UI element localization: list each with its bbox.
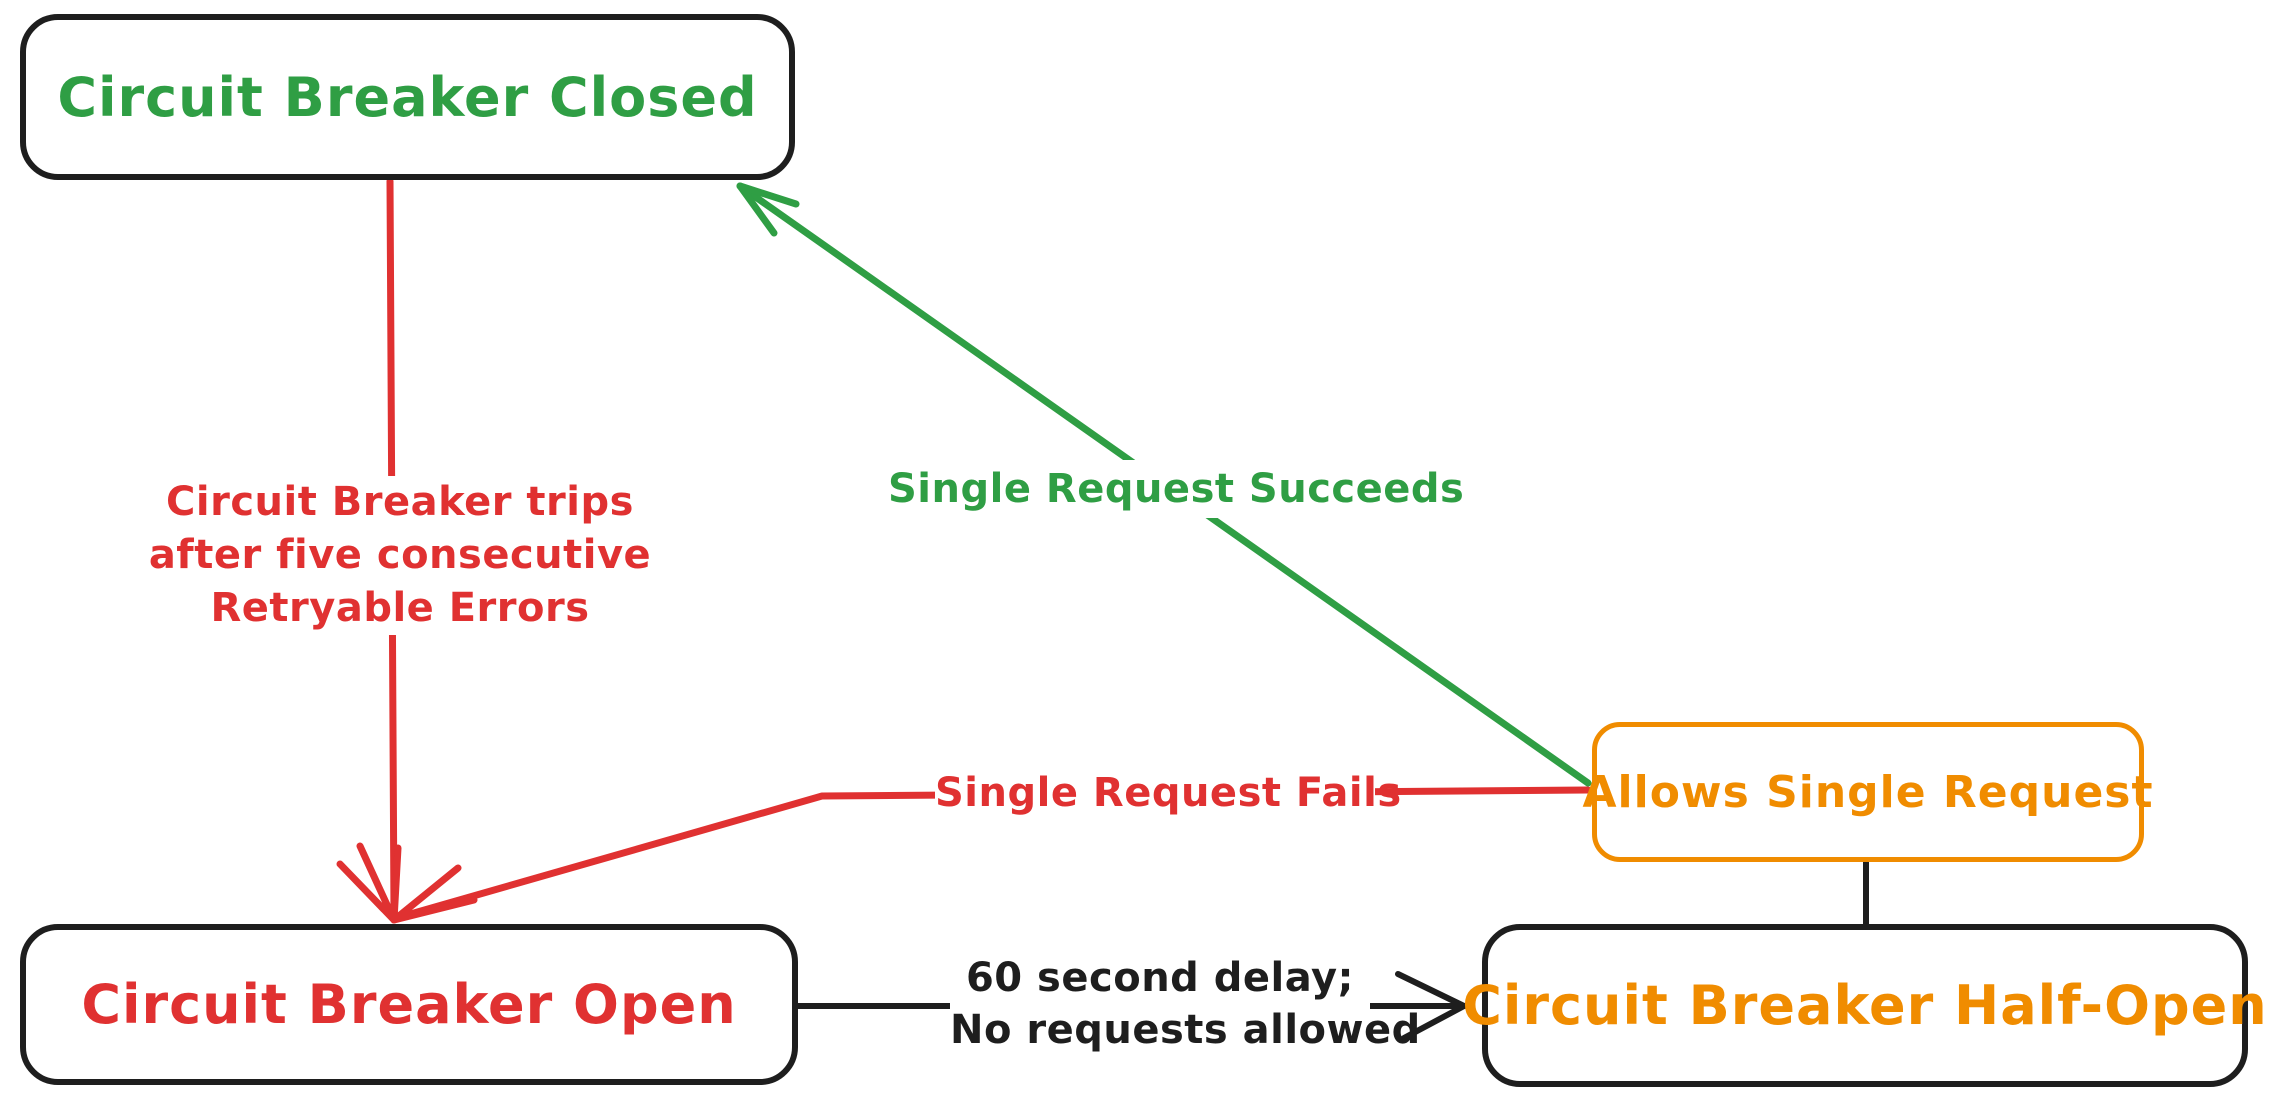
edge-label-delay-line2: No requests allowed (950, 1007, 1421, 1053)
edge-label-fails: Single Request Fails (935, 764, 1401, 822)
edge-success-arrowhead-icon (736, 182, 800, 237)
edge-fails-arrowhead-icon (390, 864, 478, 924)
state-label-closed: Circuit Breaker Closed (57, 65, 758, 129)
edge-label-trip-line3: Retryable Errors (210, 585, 590, 631)
edge-trip-arrowhead-icon (336, 842, 402, 924)
edge-label-delay-line1: 60 second delay; (965, 955, 1355, 1001)
edge-delay-arrowhead-icon (1395, 971, 1467, 1041)
state-box-half-open: Circuit Breaker Half-Open (1462, 924, 2267, 1087)
edge-label-delay: 60 second delay; No requests allowed (950, 952, 1421, 1056)
state-box-closed: Circuit Breaker Closed (20, 14, 795, 180)
state-box-allows-single-request: Allows Single Request (1582, 722, 2153, 862)
state-box-open: Circuit Breaker Open (20, 924, 798, 1085)
state-label-allows-single-request: Allows Single Request (1582, 766, 2154, 818)
edge-label-trip: Circuit Breaker trips after five consecu… (115, 476, 685, 635)
state-label-open: Circuit Breaker Open (81, 973, 737, 1036)
edge-label-success: Single Request Succeeds (888, 460, 1464, 518)
edge-label-trip-line1: Circuit Breaker trips (166, 479, 634, 525)
state-label-half-open: Circuit Breaker Half-Open (1462, 974, 2268, 1037)
edge-label-trip-line2: after five consecutive (148, 532, 652, 578)
